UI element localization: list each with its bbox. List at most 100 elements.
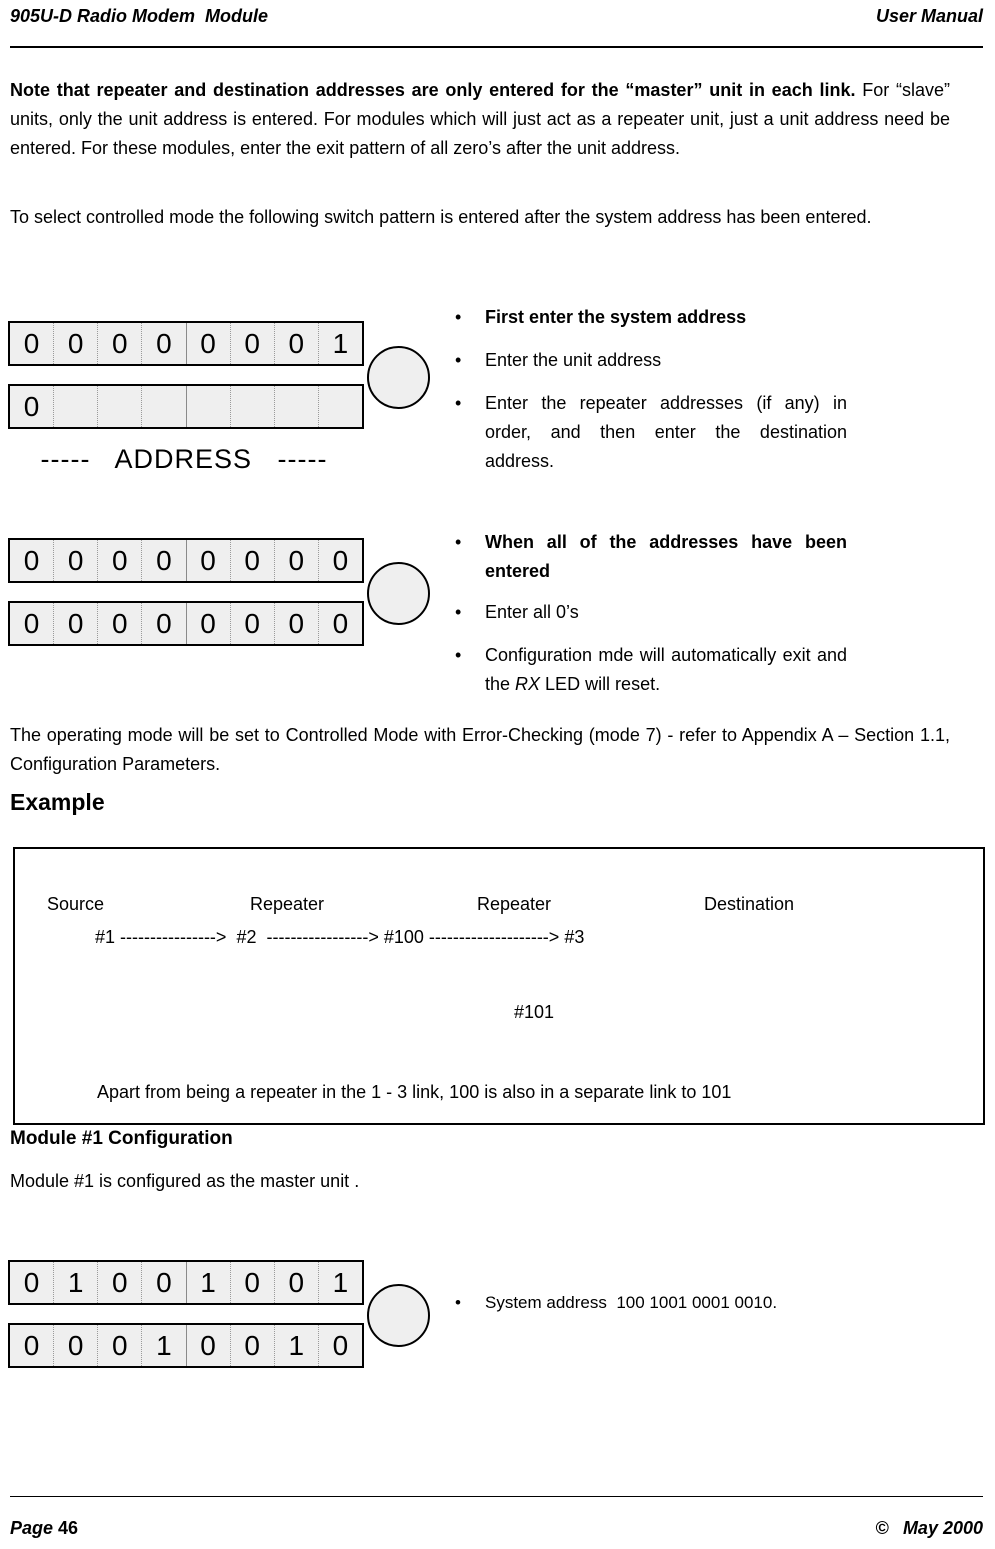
page-number-group: Page 46	[10, 1518, 78, 1539]
bullet-marker: •	[455, 393, 462, 413]
switch-cell: 0	[53, 603, 97, 644]
switch-cell: 0	[141, 540, 185, 581]
node-role-label: Repeater	[250, 894, 325, 914]
header-rule	[10, 46, 983, 48]
system-address-bullet: System address 100 1001 0001 0010.	[485, 1293, 778, 1312]
module1-heading: Module #1 Configuration	[10, 1128, 233, 1149]
link-flow-arrows: #1 ----------------> #2 ----------------…	[95, 927, 585, 947]
switch-cell: 0	[185, 1325, 230, 1366]
switch-cell: 0	[273, 1262, 318, 1303]
bullet-text: Configuration mde will automatically exi…	[485, 641, 847, 699]
switch-cell: 0	[53, 323, 97, 364]
module1-paragraph: Module #1 is configured as the master un…	[10, 1171, 360, 1191]
footer-date: May 2000	[902, 1518, 983, 1538]
switch-cell: 0	[229, 540, 274, 581]
bullet-text-part: Configuration mde will automatically exi…	[485, 645, 847, 694]
bullet-marker: •	[455, 645, 462, 665]
switch-cell: 0	[273, 540, 318, 581]
page-number: 46	[58, 1518, 79, 1538]
switch-cell: 1	[317, 1262, 362, 1303]
switch-cell: 0	[97, 603, 141, 644]
switch-cell: 1	[273, 1325, 318, 1366]
header-right-label: User Manual	[875, 6, 983, 26]
switch-cell: 0	[97, 323, 141, 364]
bullet-item: • Enter all 0’s	[455, 598, 847, 627]
bullet-text-part: LED will reset.	[540, 674, 661, 694]
switch-cell: 0	[229, 1325, 274, 1366]
bullet-marker: •	[455, 350, 462, 370]
bullet-text: Enter the unit address	[485, 350, 662, 370]
switch-cell: 0	[23, 1266, 40, 1298]
switch-cell	[273, 386, 318, 427]
note-paragraph-bold: Note that repeater and destination addre…	[10, 80, 856, 100]
switch-cell: 0	[273, 603, 318, 644]
bullet-item: • Enter the unit address	[455, 346, 847, 375]
switch-cell: 0	[23, 544, 40, 576]
manual-title: 905U-D Radio Modem Module	[10, 6, 269, 26]
switch-cell	[229, 386, 274, 427]
branch-node-label: #101	[514, 1002, 555, 1022]
switch-cell: 0	[141, 323, 185, 364]
operating-mode-paragraph: The operating mode will be set to Contro…	[10, 725, 950, 774]
switch-cell: 0	[229, 1262, 274, 1303]
switch-cell: 0	[23, 327, 40, 359]
bullet-text: Enter the repeater addresses (if any) in…	[485, 393, 847, 471]
switch-box: 0	[8, 384, 364, 429]
switch-cell: 1	[185, 1262, 230, 1303]
bullet-text: First enter the system address	[485, 307, 747, 327]
bullet-item: • When all of the addresses have been en…	[455, 528, 847, 586]
switch-cell	[141, 386, 185, 427]
switch-cell: 0	[97, 540, 141, 581]
switch-cell: 0	[97, 1262, 141, 1303]
config-circle	[367, 562, 430, 625]
bullet-marker: •	[455, 602, 462, 622]
bullet-text: When all of the addresses have been ente…	[485, 532, 847, 581]
bullet-marker: •	[455, 307, 462, 327]
switch-cell: 0	[229, 603, 274, 644]
node-role-label: Source	[47, 894, 105, 914]
bullet-item: • First enter the system address	[455, 303, 847, 332]
page-footer: Page 46 ©May 2000	[10, 1518, 983, 1539]
switch-cell: 0	[317, 540, 362, 581]
bullet-item: • Configuration mde will automatically e…	[455, 641, 847, 699]
switch-cell: 1	[53, 1262, 97, 1303]
switch-cell: 1	[141, 1325, 185, 1366]
note-paragraph: Note that repeater and destination addre…	[10, 76, 950, 163]
switch-cell: 0	[53, 540, 97, 581]
switch-cell: 0	[185, 603, 230, 644]
switch-cell	[97, 386, 141, 427]
switch-cell: 0	[229, 323, 274, 364]
switch-cell: 0	[317, 1325, 362, 1366]
switch-cell: 1	[317, 323, 362, 364]
example-note: Apart from being a repeater in the 1 - 3…	[97, 1082, 732, 1102]
controlled-mode-paragraph: To select controlled mode the following …	[10, 207, 872, 227]
config-circle	[367, 1284, 430, 1347]
bullet-item: • System address 100 1001 0001 0010.	[455, 1288, 847, 1317]
example-heading: Example	[10, 789, 105, 815]
address-caption: ----- ADDRESS -----	[40, 444, 328, 474]
switch-cell	[317, 386, 362, 427]
switch-cell: 0	[185, 323, 230, 364]
switch-cell: 0	[53, 1325, 97, 1366]
switch-cell	[53, 386, 97, 427]
rx-led-label: RX	[515, 674, 541, 694]
switch-cell: 0	[23, 607, 40, 639]
switch-cell: 0	[185, 540, 230, 581]
bullet-text: Enter all 0’s	[485, 602, 579, 622]
bullet-item: • Enter the repeater addresses (if any) …	[455, 389, 847, 476]
switch-cell: 0	[23, 1329, 40, 1361]
page-header: 905U-D Radio Modem Module User Manual	[10, 6, 983, 27]
switch-cell: 0	[23, 390, 40, 422]
switch-cell: 0	[141, 1262, 185, 1303]
footer-rule	[10, 1496, 983, 1497]
switch-cell	[185, 386, 230, 427]
switch-cell: 0	[97, 1325, 141, 1366]
node-role-label: Destination	[704, 894, 795, 914]
switch-cell: 0	[273, 323, 318, 364]
page-word: Page	[10, 1518, 54, 1538]
switch-cell: 0	[317, 603, 362, 644]
